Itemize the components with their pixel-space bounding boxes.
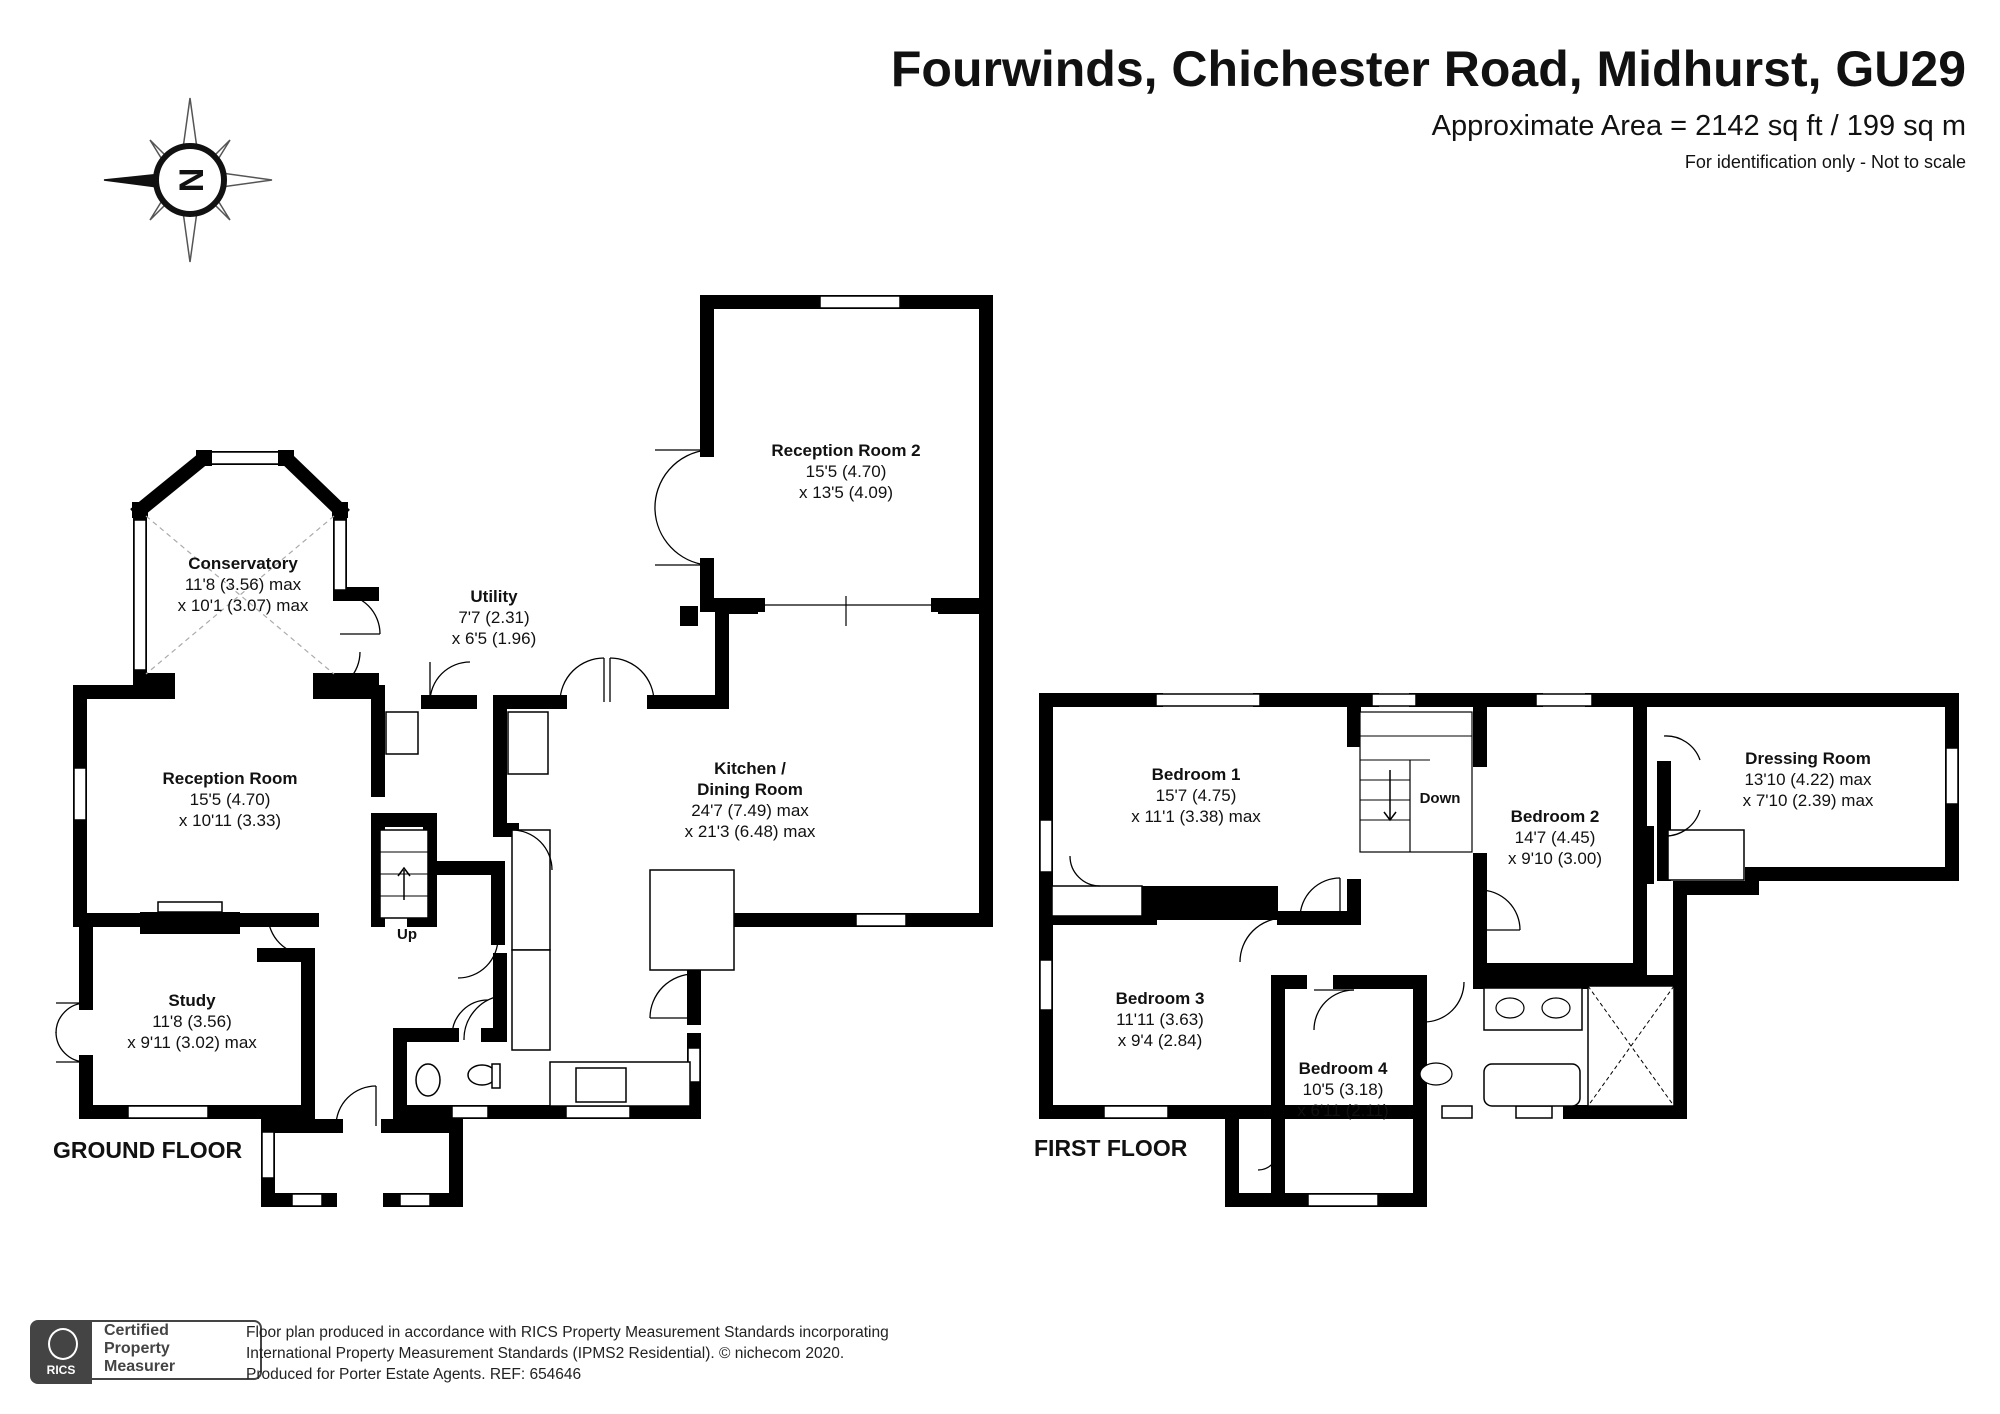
room-dim: x 21'3 (6.48) max — [684, 822, 816, 841]
room-label-study: Study 11'8 (3.56) x 9'11 (3.02) max — [127, 990, 257, 1053]
ground-floor-windows — [73, 295, 907, 1207]
room-dim: 24'7 (7.49) max — [691, 801, 809, 820]
property-title: Fourwinds, Chichester Road, Midhurst, GU… — [890, 41, 1966, 97]
room-label-conservatory: Conservatory 11'8 (3.56) max x 10'1 (3.0… — [178, 553, 309, 616]
identification-note: For identification only - Not to scale — [1684, 152, 1966, 172]
first-floor-walls — [1039, 693, 1959, 1207]
compass-north-label: N — [173, 168, 211, 193]
room-name: Conservatory — [188, 554, 298, 573]
footer-notes: Floor plan produced in accordance with R… — [246, 1322, 889, 1385]
room-dim: 10'5 (3.18) — [1302, 1080, 1384, 1099]
room-label-kitchen-dining: Kitchen / Dining Room 24'7 (7.49) max x … — [685, 758, 816, 842]
rics-logo: RICS — [30, 1320, 92, 1384]
room-label-dressing-room: Dressing Room 13'10 (4.22) max x 7'10 (2… — [1743, 748, 1874, 811]
ground-floor-door-swings — [55, 449, 708, 1127]
room-dim: x 7'10 (2.39) max — [1742, 791, 1874, 810]
stairs-down-label: Down — [1419, 790, 1461, 807]
room-dim: x 9'11 (3.02) max — [127, 1033, 257, 1052]
room-dim: x 6'5 (1.96) — [451, 629, 537, 648]
room-label-bedroom-3: Bedroom 3 11'11 (3.63) x 9'4 (2.84) — [1116, 988, 1205, 1051]
first-floor-fixtures — [1051, 711, 1745, 1107]
room-label-utility: Utility 7'7 (2.31) x 6'5 (1.96) — [452, 586, 537, 649]
cert-line: Certified — [104, 1322, 169, 1339]
room-dim: 11'8 (3.56) max — [184, 575, 302, 594]
room-dim: 7'7 (2.31) — [458, 608, 530, 627]
rics-badge: RICS Certified Property Measurer — [30, 1320, 262, 1384]
room-label-bedroom-2: Bedroom 2 14'7 (4.45) x 9'10 (3.00) — [1508, 806, 1602, 869]
conservatory-posts — [132, 450, 348, 688]
room-label-reception-room-2: Reception Room 2 15'5 (4.70) x 13'5 (4.0… — [771, 440, 920, 503]
room-name: Bedroom 2 — [1510, 807, 1600, 826]
room-dim: x 13'5 (4.09) — [799, 483, 893, 502]
room-name: Dressing Room — [1745, 749, 1871, 768]
room-name: Bedroom 4 — [1298, 1059, 1388, 1078]
room-dim: x 9'4 (2.84) — [1117, 1031, 1203, 1050]
room-dim: 15'7 (4.75) — [1155, 786, 1237, 805]
room-name: Reception Room — [162, 769, 298, 788]
cert-line: Measurer — [104, 1358, 176, 1375]
rics-logo-text: RICS — [46, 1363, 76, 1377]
room-dim: x 10'11 (3.33) — [178, 811, 282, 830]
room-dim: 11'8 (3.56) — [152, 1012, 232, 1031]
first-floor-windows — [1039, 693, 1959, 1207]
conservatory-roof-lines — [145, 515, 335, 675]
first-floor-door-swings — [1069, 735, 1701, 1171]
room-name: Bedroom 3 — [1115, 989, 1205, 1008]
rics-lion-icon — [48, 1328, 78, 1360]
stairs-up-label: Up — [397, 926, 417, 943]
compass-rose-icon — [103, 97, 273, 263]
approximate-area: Approximate Area = 2142 sq ft / 199 sq m — [1431, 110, 1966, 142]
room-label-bedroom-4: Bedroom 4 10'5 (3.18) x 6'11 (2.11) — [1297, 1058, 1388, 1121]
room-dim: 11'11 (3.63) — [1116, 1010, 1204, 1029]
room-dim: 15'5 (4.70) — [805, 462, 887, 481]
room-label-reception-room: Reception Room 15'5 (4.70) x 10'11 (3.33… — [162, 768, 297, 831]
footer-line: Produced for Porter Estate Agents. REF: … — [246, 1366, 582, 1383]
cert-line: Property — [104, 1340, 170, 1357]
footer-line: Floor plan produced in accordance with R… — [246, 1324, 889, 1341]
room-name: Study — [168, 991, 216, 1010]
room-dim: 15'5 (4.70) — [189, 790, 271, 809]
room-name-line2: Dining Room — [697, 780, 803, 799]
room-dim: x 11'1 (3.38) max — [1131, 807, 1261, 826]
ground-floor-fixtures — [140, 596, 986, 1107]
room-name: Bedroom 1 — [1151, 765, 1241, 784]
certified-measurer-box: Certified Property Measurer — [92, 1320, 262, 1380]
room-dim: x 9'10 (3.00) — [1508, 849, 1602, 868]
room-name: Kitchen / — [714, 759, 786, 778]
room-name: Reception Room 2 — [771, 441, 921, 460]
footer-line: International Property Measurement Stand… — [246, 1345, 845, 1362]
room-label-bedroom-1: Bedroom 1 15'7 (4.75) x 11'1 (3.38) max — [1131, 764, 1261, 827]
room-dim: x 10'1 (3.07) max — [177, 596, 309, 615]
room-name: Utility — [470, 587, 518, 606]
ground-floor-label: GROUND FLOOR — [53, 1137, 243, 1163]
room-dim: x 6'11 (2.11) — [1297, 1101, 1389, 1120]
room-dim: 13'10 (4.22) max — [1744, 770, 1872, 789]
room-dim: 14'7 (4.45) — [1514, 828, 1596, 847]
first-floor-label: FIRST FLOOR — [1034, 1135, 1188, 1161]
